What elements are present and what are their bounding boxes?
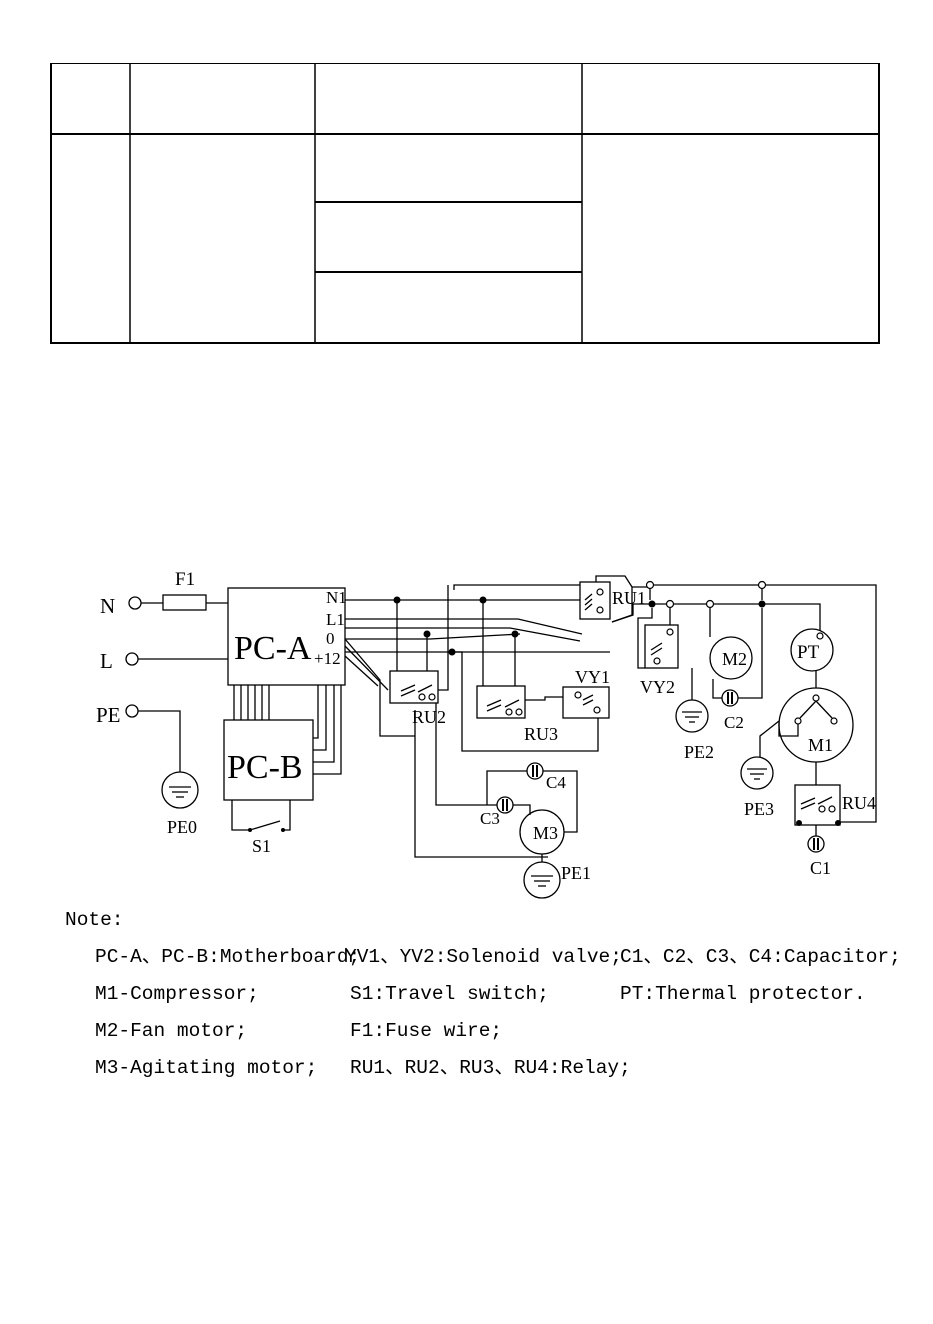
- valve-vy1: VY1: [562, 667, 610, 719]
- svg-text:+12: +12: [314, 649, 341, 668]
- svg-text:PT: PT: [797, 642, 820, 663]
- board-pc-a: PC-A N1 L1 0 +12: [227, 587, 347, 686]
- capacitor-c3: C3: [480, 796, 531, 828]
- svg-text:RU4: RU4: [842, 793, 876, 813]
- notes-legend: Note: PC-A、PC-B:Motherboard; M1-Compress…: [65, 902, 901, 1102]
- note-item: RU1、RU2、RU3、RU4:Relay;: [350, 1057, 631, 1079]
- table-grid: [50, 63, 880, 344]
- svg-text:C2: C2: [724, 713, 744, 732]
- svg-text:C3: C3: [480, 809, 500, 828]
- input-terminal-l: L: [100, 649, 139, 673]
- svg-text:PE3: PE3: [744, 799, 774, 819]
- note-item: PT:Thermal protector.: [620, 983, 866, 1005]
- svg-text:C1: C1: [810, 858, 831, 878]
- wiring-diagram: N L PE F1 PE0 PC-A N1 L1 0 +12: [96, 569, 877, 899]
- board-pc-b: PC-B: [223, 719, 314, 801]
- valve-vy2: VY2: [637, 608, 679, 697]
- ground-pe0: PE0: [138, 710, 199, 837]
- svg-text:L1: L1: [326, 610, 345, 629]
- relay-ru2: RU2: [389, 585, 548, 858]
- svg-text:PE: PE: [96, 703, 121, 727]
- svg-text:VY1: VY1: [575, 667, 610, 687]
- svg-text:M1: M1: [808, 735, 833, 755]
- relay-ru4: RU4: [794, 784, 876, 826]
- motor-m3: M3: [519, 809, 565, 855]
- note-item: M1-Compressor;: [95, 983, 259, 1005]
- svg-text:PE1: PE1: [561, 863, 591, 883]
- svg-text:0: 0: [326, 629, 335, 648]
- input-terminal-pe: PE: [96, 703, 139, 727]
- svg-text:M3: M3: [533, 823, 558, 843]
- svg-text:L: L: [100, 649, 113, 673]
- right-bus: [611, 580, 877, 823]
- svg-text:N1: N1: [326, 588, 347, 607]
- svg-text:RU2: RU2: [412, 707, 446, 727]
- svg-text:C4: C4: [546, 773, 566, 792]
- svg-text:PC-A: PC-A: [234, 630, 312, 667]
- fuse-f1: F1: [141, 569, 228, 611]
- note-item: C1、C2、C3、C4:Capacitor;: [620, 946, 901, 968]
- svg-text:RU3: RU3: [524, 724, 558, 744]
- svg-text:RU1: RU1: [612, 588, 646, 608]
- capacitor-c2: C2: [712, 608, 763, 732]
- ground-pe2: PE2: [675, 668, 714, 762]
- input-terminal-n: N: [100, 594, 142, 618]
- ground-pe1: PE1: [523, 854, 591, 899]
- empty-table: [50, 63, 880, 344]
- svg-text:M2: M2: [722, 649, 747, 669]
- svg-text:PE2: PE2: [684, 742, 714, 762]
- thermal-protector-pt: PT: [790, 628, 834, 688]
- note-item: S1:Travel switch;: [350, 983, 549, 1005]
- switch-s1: S1: [231, 800, 291, 856]
- relay-ru3: RU3: [452, 600, 599, 752]
- notes-title: Note:: [65, 909, 124, 931]
- ground-pe3: PE3: [740, 720, 780, 819]
- capacitor-c4: C4: [486, 762, 578, 833]
- note-item: F1:Fuse wire;: [350, 1020, 503, 1042]
- svg-text:PC-B: PC-B: [227, 749, 303, 786]
- svg-text:F1: F1: [175, 569, 195, 590]
- svg-text:S1: S1: [252, 836, 271, 856]
- svg-text:PE0: PE0: [167, 817, 197, 837]
- pcb-bundle: [233, 685, 342, 775]
- svg-text:N: N: [100, 594, 115, 618]
- note-item: M2-Fan motor;: [95, 1020, 248, 1042]
- capacitor-c1: C1: [807, 825, 831, 878]
- svg-text:VY2: VY2: [640, 677, 675, 697]
- note-item: M3-Agitating motor;: [95, 1057, 318, 1079]
- note-item: PC-A、PC-B:Motherboard;: [95, 946, 361, 968]
- note-item: YV1、YV2:Solenoid valve;: [345, 946, 622, 968]
- compressor-m1: M1: [778, 687, 854, 785]
- motor-m2: M2: [709, 608, 753, 680]
